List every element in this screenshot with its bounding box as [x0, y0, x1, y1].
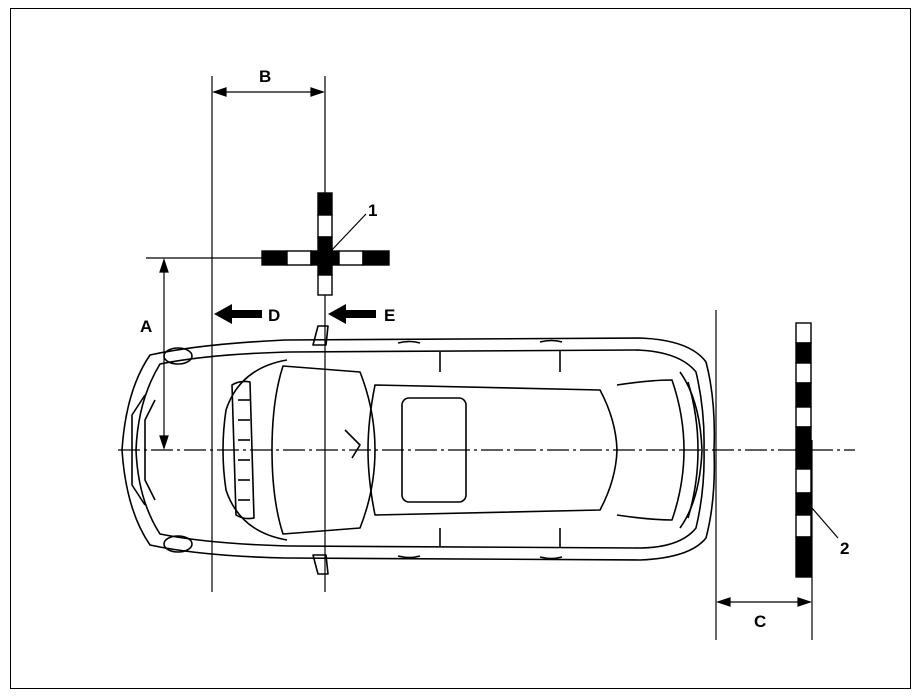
reference-lines [118, 76, 855, 640]
dimension-c [716, 597, 812, 607]
leader-line-1 [329, 213, 367, 253]
label-a: A [140, 317, 152, 336]
dimension-a [159, 258, 169, 450]
cross-target-icon [261, 192, 390, 296]
diagram-frame [10, 8, 911, 689]
vertical-bar-target-icon [795, 322, 812, 578]
label-target-2: 2 [840, 539, 849, 558]
left-arrow-icon [214, 304, 262, 324]
label-e: E [384, 306, 395, 325]
label-target-1: 1 [368, 201, 377, 220]
label-d: D [268, 306, 280, 325]
leader-line-2 [811, 507, 839, 539]
label-c: C [754, 612, 766, 631]
label-b: B [259, 67, 271, 86]
dimension-b [212, 87, 325, 97]
left-arrow-icon [328, 304, 376, 324]
